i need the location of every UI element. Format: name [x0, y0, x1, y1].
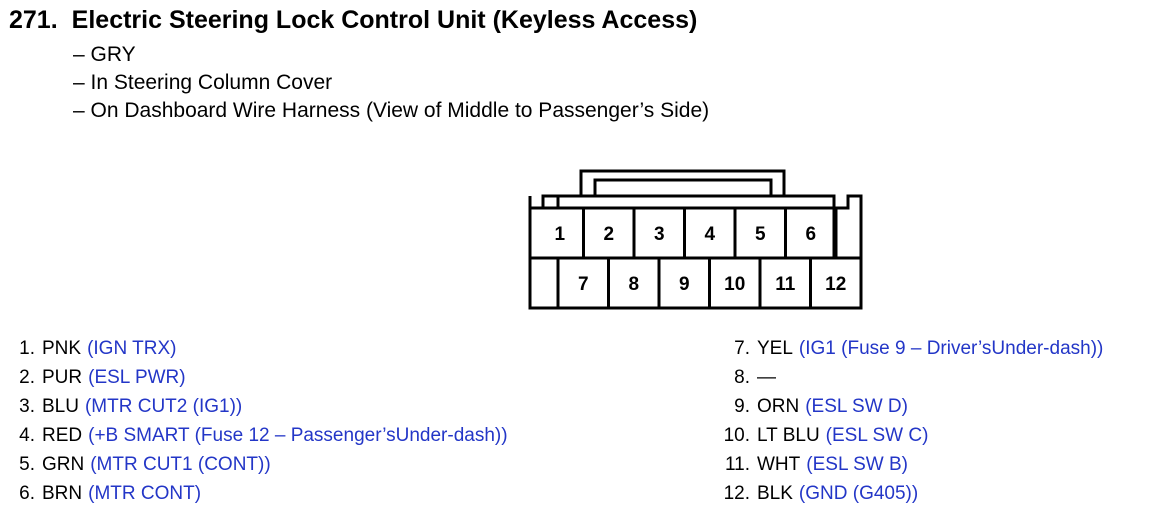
list-item: 3. BLU(MTR CUT2 (IG1)): [0, 392, 508, 421]
pin-function: (ESL PWR): [88, 367, 186, 388]
pin-label: 5: [755, 224, 766, 245]
page-title: 271. Electric Steering Lock Control Unit …: [9, 6, 697, 35]
pin-label: 6: [805, 224, 816, 245]
pin-number: 10.: [723, 425, 750, 446]
wire-color: BLU: [42, 396, 79, 417]
wire-color: BLK: [757, 483, 793, 504]
pin-number: 4.: [19, 425, 35, 446]
list-item: 6. BRN(MTR CONT): [0, 479, 508, 508]
pin-label: 8: [628, 274, 639, 295]
pin-label: 10: [724, 274, 745, 295]
list-item: 11. WHT(ESL SW B): [700, 450, 1103, 479]
pin-label: 7: [578, 274, 589, 295]
pin-label: 9: [679, 274, 690, 295]
connector-latch-outer: [579, 169, 786, 196]
wire-color: RED: [42, 425, 83, 446]
pin-label: 1: [554, 224, 565, 245]
wire-color: WHT: [757, 454, 801, 475]
wire-color: ORN: [757, 396, 800, 417]
pin-number: 1.: [19, 338, 35, 359]
pin-function: (ESL SW D): [805, 396, 908, 417]
pin-function: (+B SMART (Fuse 12 – Passenger’sUnder-da…: [88, 425, 508, 446]
detail-color: – GRY: [73, 43, 136, 66]
detail-harness: – On Dashboard Wire Harness (View of Mid…: [73, 99, 710, 122]
pin-number: 3.: [19, 396, 35, 417]
connector-cells: [528, 206, 863, 310]
list-item: 12. BLK(GND (G405)): [700, 479, 1103, 508]
wire-color: —: [757, 367, 776, 388]
wire-color: PUR: [42, 367, 83, 388]
pin-function: (MTR CUT2 (IG1)): [84, 396, 243, 417]
pin-function: (IGN TRX): [87, 338, 177, 359]
section-number: 271.: [9, 6, 58, 34]
detail-location: – In Steering Column Cover: [73, 71, 333, 94]
pin-label: 11: [775, 274, 796, 295]
pin-number: 2.: [19, 367, 35, 388]
list-item: 1. PNK(IGN TRX): [0, 334, 508, 363]
pin-label: 4: [704, 224, 715, 245]
pin-label: 2: [603, 224, 614, 245]
pin-label: 12: [825, 274, 846, 295]
pin-function: (MTR CUT1 (CONT)): [90, 454, 271, 475]
wire-color: BRN: [42, 483, 83, 504]
wire-color: LT BLU: [757, 425, 820, 446]
pin-function: (IG1 (Fuse 9 – Driver’sUnder-dash)): [798, 338, 1104, 359]
pin-number: 9.: [734, 396, 750, 417]
list-item: 4. RED(+B SMART (Fuse 12 – Passenger’sUnd…: [0, 421, 508, 450]
connector-latch-inner: [593, 178, 773, 196]
pin-label: 3: [654, 224, 665, 245]
pin-list-right: 7. YEL(IG1 (Fuse 9 – Driver’sUnder-dash))…: [700, 334, 1104, 508]
list-item: 7. YEL(IG1 (Fuse 9 – Driver’sUnder-dash)): [700, 334, 1103, 363]
title-text: Electric Steering Lock Control Unit (Key…: [71, 6, 698, 34]
list-item: 10. LT BLU(ESL SW C): [700, 421, 1103, 450]
wire-color: YEL: [757, 338, 793, 359]
pin-function: (MTR CONT): [88, 483, 202, 504]
pin-number: 5.: [19, 454, 35, 475]
pin-number: 8.: [734, 367, 750, 388]
pin-number: 7.: [734, 338, 750, 359]
list-item: 8. —: [700, 363, 1103, 392]
wire-color: PNK: [42, 338, 82, 359]
list-item: 9. ORN(ESL SW D): [700, 392, 1103, 421]
list-item: 5. GRN(MTR CUT1 (CONT)): [0, 450, 508, 479]
pin-list-left: 1.PNK(IGN TRX) 2.PUR(ESL PWR) 3.BLU(MTR …: [0, 334, 508, 508]
pin-function: (GND (G405)): [798, 483, 919, 504]
pin-number: 11.: [724, 454, 750, 475]
list-item: 2. PUR(ESL PWR): [0, 363, 508, 392]
pin-function: (ESL SW B): [806, 454, 908, 475]
pin-number: 12.: [723, 483, 750, 504]
pin-function: (ESL SW C): [825, 425, 929, 446]
wire-color: GRN: [42, 454, 85, 475]
pin-number: 6.: [19, 483, 35, 504]
